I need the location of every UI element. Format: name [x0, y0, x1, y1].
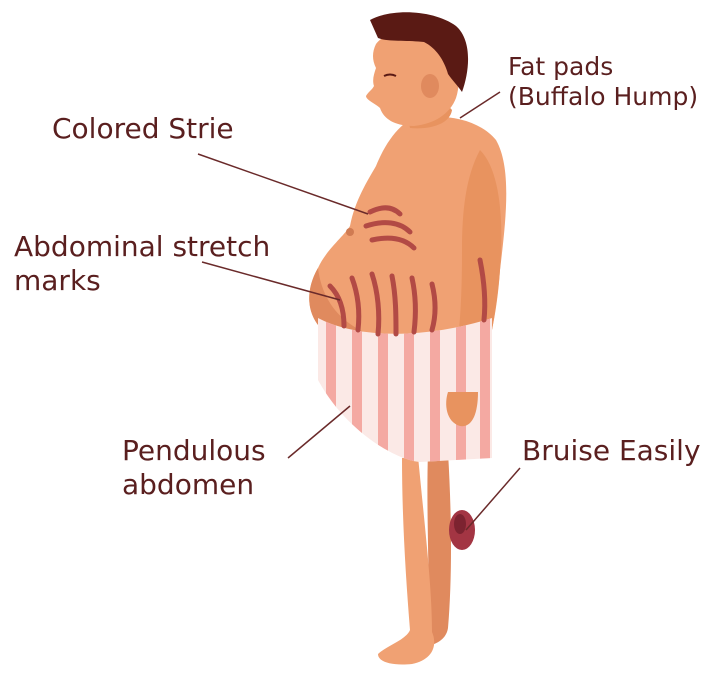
ear [421, 74, 439, 98]
label-fat-pads: Fat pads (Buffalo Hump) [508, 52, 698, 112]
label-colored-strie: Colored Strie [52, 112, 234, 146]
front-leg [378, 456, 434, 665]
label-abdominal-stretch-line1: Abdominal stretch [14, 230, 270, 264]
label-fat-pads-line1: Fat pads [508, 52, 698, 82]
bruise-core [454, 514, 466, 534]
label-pendulous-line1: Pendulous [122, 434, 266, 468]
label-fat-pads-line2: (Buffalo Hump) [508, 82, 698, 112]
nipple [346, 228, 354, 236]
label-pendulous: Pendulous abdomen [122, 434, 266, 502]
label-abdominal-stretch-line2: marks [14, 264, 270, 298]
label-pendulous-line2: abdomen [122, 468, 266, 502]
label-bruise: Bruise Easily [522, 434, 701, 468]
label-abdominal-stretch: Abdominal stretch marks [14, 230, 270, 298]
